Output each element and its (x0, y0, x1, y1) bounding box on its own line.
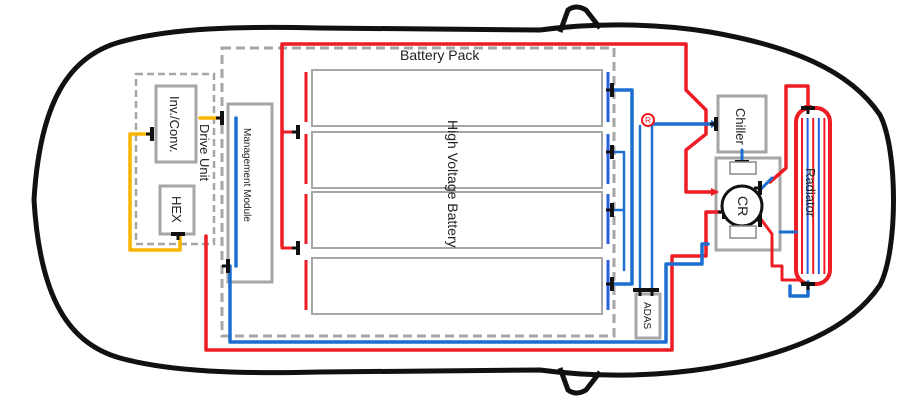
hex-label: HEX (169, 196, 184, 223)
fitting-stem (176, 234, 180, 240)
fitting-stem (606, 282, 612, 286)
cr-pump (720, 161, 764, 239)
battery-module (304, 131, 610, 189)
fitting-stem (216, 116, 222, 120)
hot-bypass-radiator (758, 216, 802, 282)
svg-text:R: R (645, 116, 651, 125)
radiator (794, 106, 832, 286)
drive-unit-box (134, 72, 216, 246)
battery-module (304, 257, 610, 315)
chiller-label: Chiller (733, 108, 748, 146)
fitting-stem (222, 264, 228, 268)
hot-top-line (280, 42, 719, 248)
management-module-label: Management Module (241, 128, 252, 222)
battery-pack-label: Battery Pack (400, 47, 480, 63)
fitting-stem (606, 88, 612, 92)
hot-to-radiator (768, 84, 812, 184)
high-voltage-battery-label: High Voltage Battery (445, 120, 461, 248)
cr-label: CR (735, 196, 751, 216)
car-body-outline (31, 22, 896, 378)
fitting-stem (650, 290, 654, 296)
radiator-label: Radiator (803, 168, 818, 218)
battery-module (304, 69, 610, 127)
battery-pack-box (220, 46, 616, 338)
fitting-stem (292, 130, 298, 134)
fitting-stem (606, 208, 612, 212)
fitting-stem (806, 284, 810, 290)
coolant-piping (128, 42, 812, 352)
cold-return-line (228, 242, 710, 344)
fitting-stem (638, 290, 642, 296)
fitting-stem (806, 108, 810, 114)
battery-module (304, 191, 610, 249)
cold-to-adas (638, 124, 654, 292)
cold-manifold-right (610, 88, 634, 286)
fitting-stem (718, 210, 724, 214)
mirror-bottom (557, 367, 602, 396)
gauge-symbol: R (641, 113, 655, 127)
battery-modules (304, 69, 610, 315)
adas-label: ADAS (641, 302, 652, 330)
drive-unit-label: Drive Unit (197, 124, 212, 181)
fitting-stem (606, 150, 612, 154)
fitting-stem (754, 186, 760, 190)
hot-supply-line (204, 210, 726, 352)
inv-conv-box (154, 84, 198, 164)
fitting-stem (146, 132, 152, 136)
inv-conv-label: Inv./Conv. (167, 96, 182, 153)
fitting-stem (292, 246, 298, 250)
fitting-stem (710, 122, 716, 126)
mirror-top (557, 4, 602, 33)
oil-loop (128, 132, 182, 252)
adas-box (634, 292, 662, 340)
